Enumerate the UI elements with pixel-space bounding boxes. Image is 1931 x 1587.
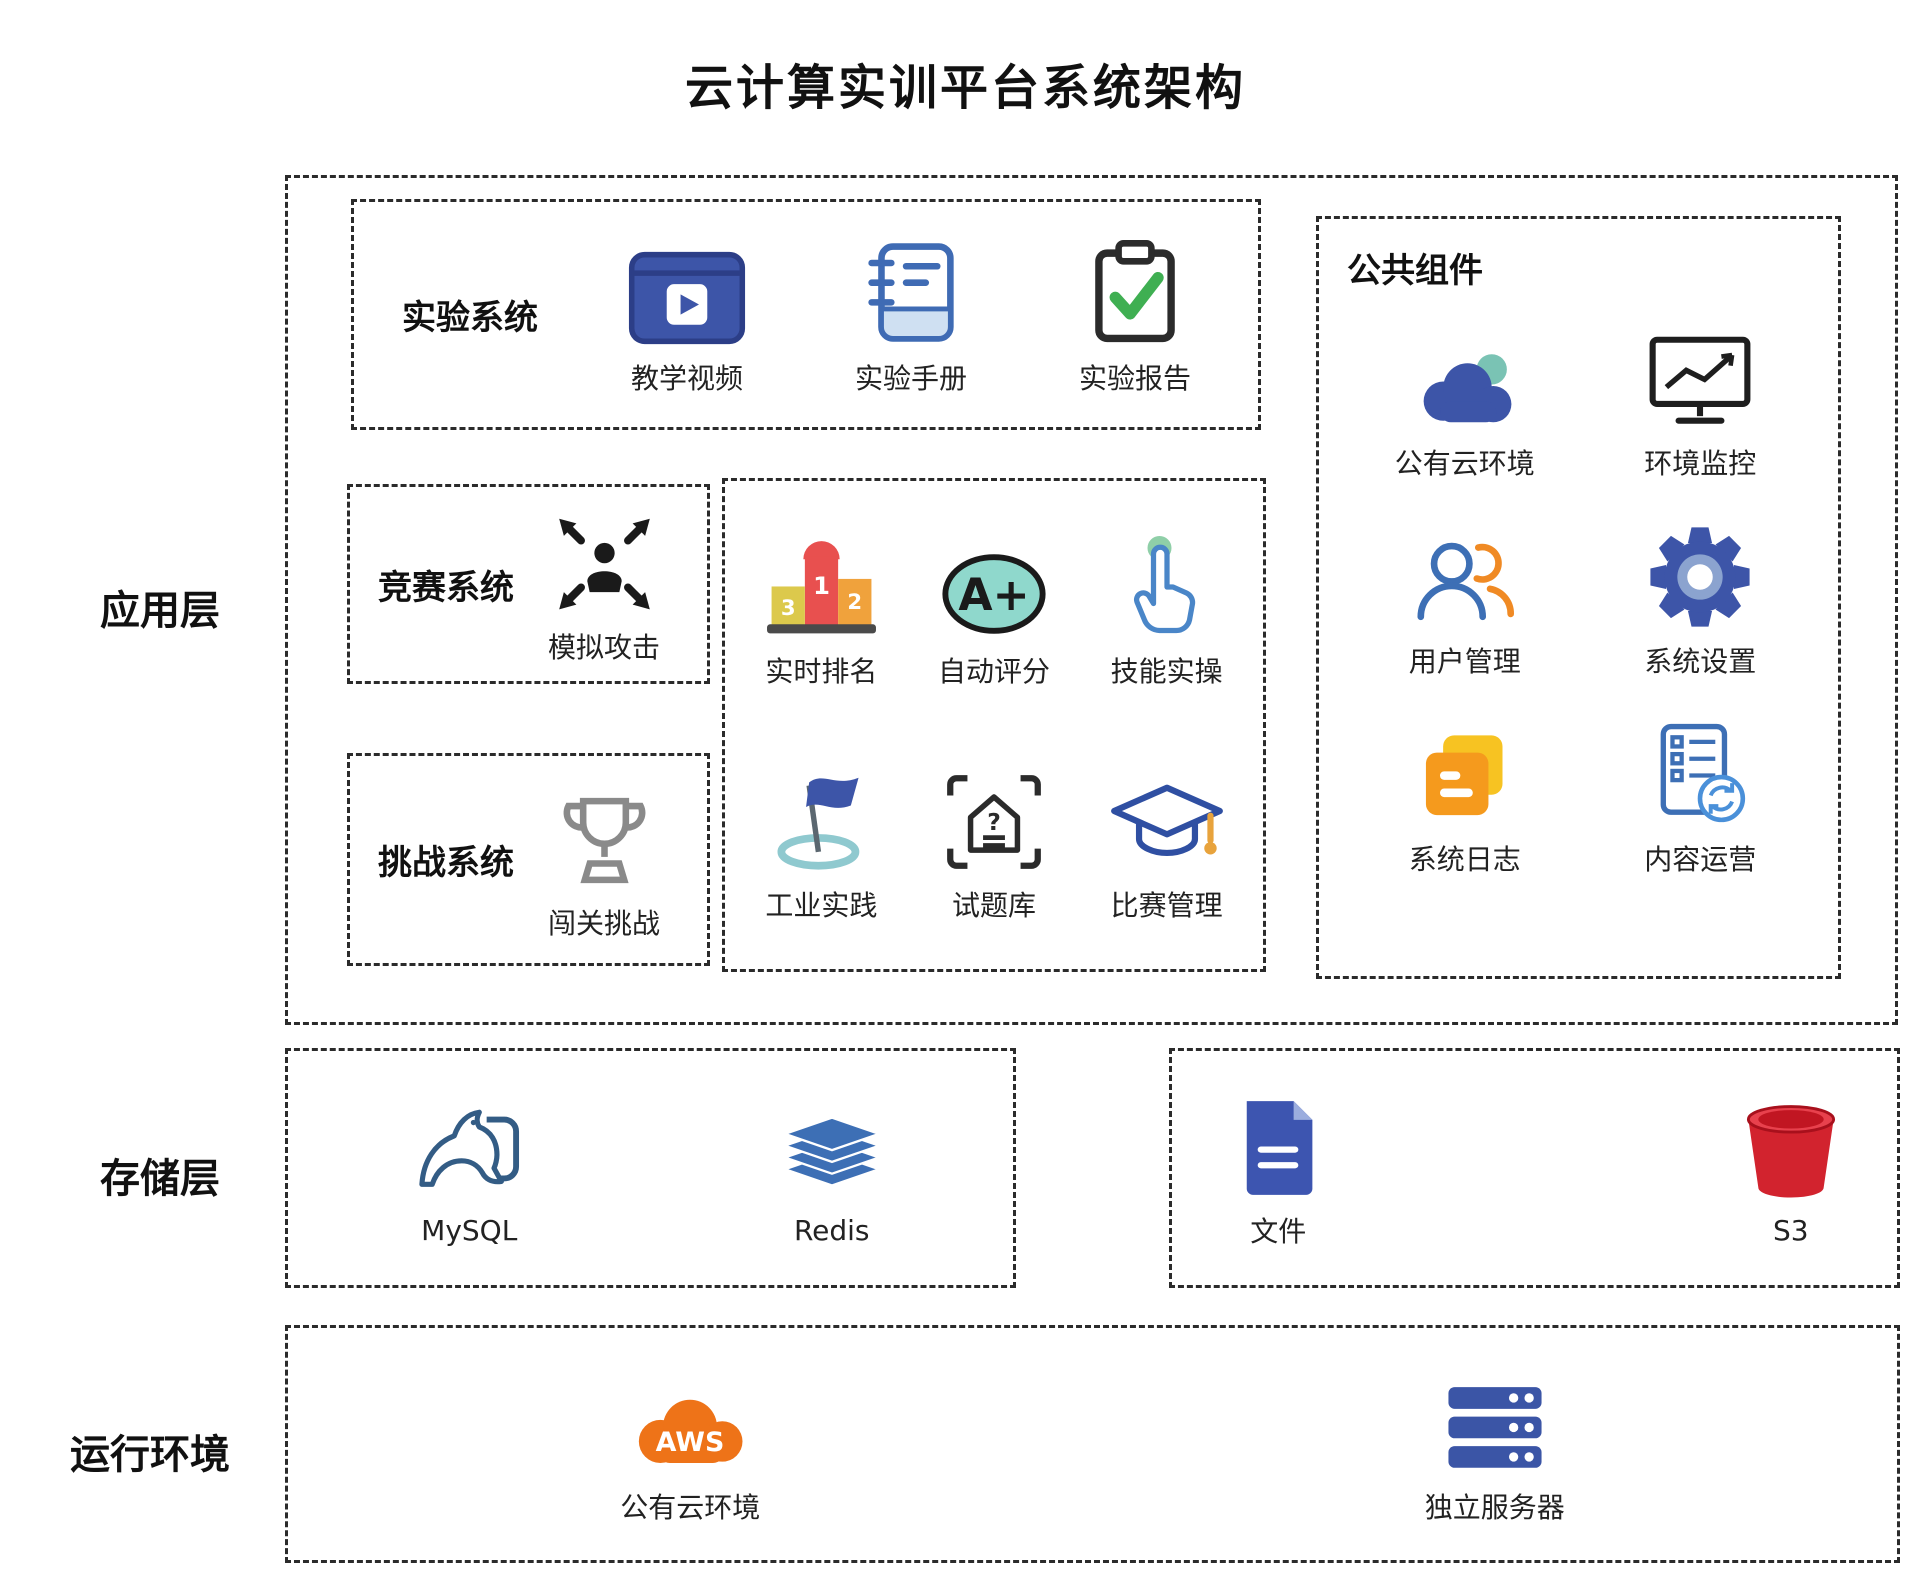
grade-text: A+: [958, 570, 1029, 621]
content-sync-icon: [1651, 714, 1749, 826]
log-cards-icon: [1415, 714, 1515, 826]
rank-3-text: 3: [781, 595, 796, 620]
graduation-cap-icon: [1108, 760, 1226, 872]
item-label: 内容运营: [1644, 843, 1757, 876]
layer-label-application: 应用层: [100, 588, 220, 634]
hand-click-icon: [1119, 526, 1215, 638]
item-label: 教学视频: [630, 361, 743, 395]
diagram-title: 云计算实训平台系统架构: [684, 60, 1246, 116]
item-content-operations: 内容运营: [1620, 714, 1780, 878]
s3-bucket-icon: [1737, 1090, 1845, 1202]
item-label: 环境监控: [1644, 447, 1757, 480]
question-bank-icon: ?: [944, 760, 1044, 872]
item-skill-practice: 技能实操: [1107, 526, 1227, 690]
features-box: 1 3 2 实时排名 A+ 自动评分: [722, 478, 1266, 972]
item-redis: Redis: [757, 1090, 907, 1247]
common-components-grid: 公有云环境 环境监控: [1347, 318, 1818, 878]
item-public-cloud: 公有云环境: [1385, 318, 1545, 482]
item-industrial-practice: 工业实践: [761, 760, 881, 924]
layer-label-runtime: 运行环境: [70, 1432, 230, 1478]
monitor-chart-icon: [1645, 318, 1755, 430]
layer-label-storage: 存储层: [100, 1156, 220, 1202]
challenge-system-label: 挑战系统: [378, 843, 514, 883]
item-label: 文件: [1250, 1215, 1307, 1248]
ranking-podium-icon: 1 3 2: [764, 526, 879, 638]
item-aws-public-cloud: AWS 公有云环境: [615, 1362, 765, 1526]
storage-files-box: 文件 S3: [1169, 1048, 1900, 1288]
item-env-monitoring: 环境监控: [1620, 318, 1780, 482]
item-label: 公有云环境: [1394, 447, 1535, 480]
cloud-icon: [1407, 318, 1522, 430]
experiment-system-label: 实验系统: [402, 298, 538, 338]
item-label: 闯关挑战: [547, 906, 660, 940]
item-label: 实时排名: [765, 655, 878, 688]
item-level-challenge: 闯关挑战: [529, 778, 679, 942]
item-lab-manual: 实验手册: [836, 233, 986, 397]
item-user-management: 用户管理: [1385, 516, 1545, 680]
item-realtime-ranking: 1 3 2 实时排名: [761, 526, 881, 690]
aws-text: AWS: [656, 1427, 725, 1458]
video-player-icon: [628, 233, 746, 345]
item-question-bank: ? 试题库: [934, 760, 1054, 924]
item-lab-report: 实验报告: [1060, 233, 1210, 397]
item-standalone-server: 独立服务器: [1420, 1362, 1570, 1526]
item-label: 比赛管理: [1110, 889, 1223, 922]
competition-system-box: 竞赛系统: [347, 484, 710, 684]
item-system-settings: 系统设置: [1620, 516, 1780, 680]
item-label: S3: [1772, 1213, 1809, 1247]
item-label: 自动评分: [937, 655, 1050, 688]
question-mark-text: ?: [987, 808, 1001, 836]
item-label: 技能实操: [1110, 655, 1223, 688]
redis-stack-icon: [776, 1090, 888, 1202]
experiment-system-box: 实验系统 教学视频: [351, 199, 1261, 430]
application-layer-box: 实验系统 教学视频: [285, 175, 1898, 1025]
aws-cloud-icon: AWS: [620, 1362, 760, 1474]
practice-flag-icon: [769, 760, 874, 872]
item-label: 用户管理: [1408, 645, 1521, 678]
mysql-dolphin-icon: [413, 1090, 525, 1202]
users-icon: [1409, 516, 1521, 628]
common-components-label: 公共组件: [1347, 251, 1483, 291]
rank-1-text: 1: [813, 572, 830, 600]
gear-icon: [1649, 516, 1751, 628]
item-label: 系统日志: [1408, 843, 1521, 876]
trophy-icon: [552, 778, 657, 890]
item-label: 模拟攻击: [547, 631, 660, 664]
server-stack-icon: [1439, 1362, 1551, 1474]
item-label: 实验手册: [854, 361, 967, 395]
item-file: 文件: [1203, 1086, 1353, 1250]
challenge-system-box: 挑战系统 闯关挑战: [347, 753, 710, 966]
competition-system-label: 竞赛系统: [378, 567, 514, 608]
item-mysql: MySQL: [394, 1090, 544, 1247]
item-label: 实验报告: [1078, 361, 1191, 395]
item-simulated-attack: 模拟攻击: [529, 502, 679, 666]
file-document-icon: [1237, 1086, 1319, 1198]
manual-notebook-icon: [865, 233, 957, 345]
item-label: 独立服务器: [1424, 1491, 1565, 1524]
item-label: 系统设置: [1644, 645, 1757, 678]
common-components-box: 公共组件 公有云环境: [1316, 216, 1841, 979]
item-label: 工业实践: [765, 889, 878, 922]
item-teaching-video: 教学视频: [612, 233, 762, 397]
runtime-environment-box: AWS 公有云环境: [285, 1325, 1900, 1563]
rank-2-text: 2: [847, 589, 862, 614]
item-label: MySQL: [421, 1213, 518, 1247]
item-s3: S3: [1716, 1090, 1866, 1247]
storage-database-box: MySQL Redis: [285, 1048, 1016, 1288]
item-auto-grading: A+ 自动评分: [934, 526, 1054, 690]
report-checklist-icon: [1089, 233, 1181, 345]
simulated-attack-icon: [552, 502, 657, 614]
grade-a-plus-icon: A+: [938, 526, 1050, 638]
item-label: 试题库: [951, 889, 1036, 922]
item-system-logs: 系统日志: [1385, 714, 1545, 878]
item-competition-management: 比赛管理: [1107, 760, 1227, 924]
item-label: 公有云环境: [620, 1491, 761, 1524]
item-label: Redis: [793, 1213, 870, 1247]
